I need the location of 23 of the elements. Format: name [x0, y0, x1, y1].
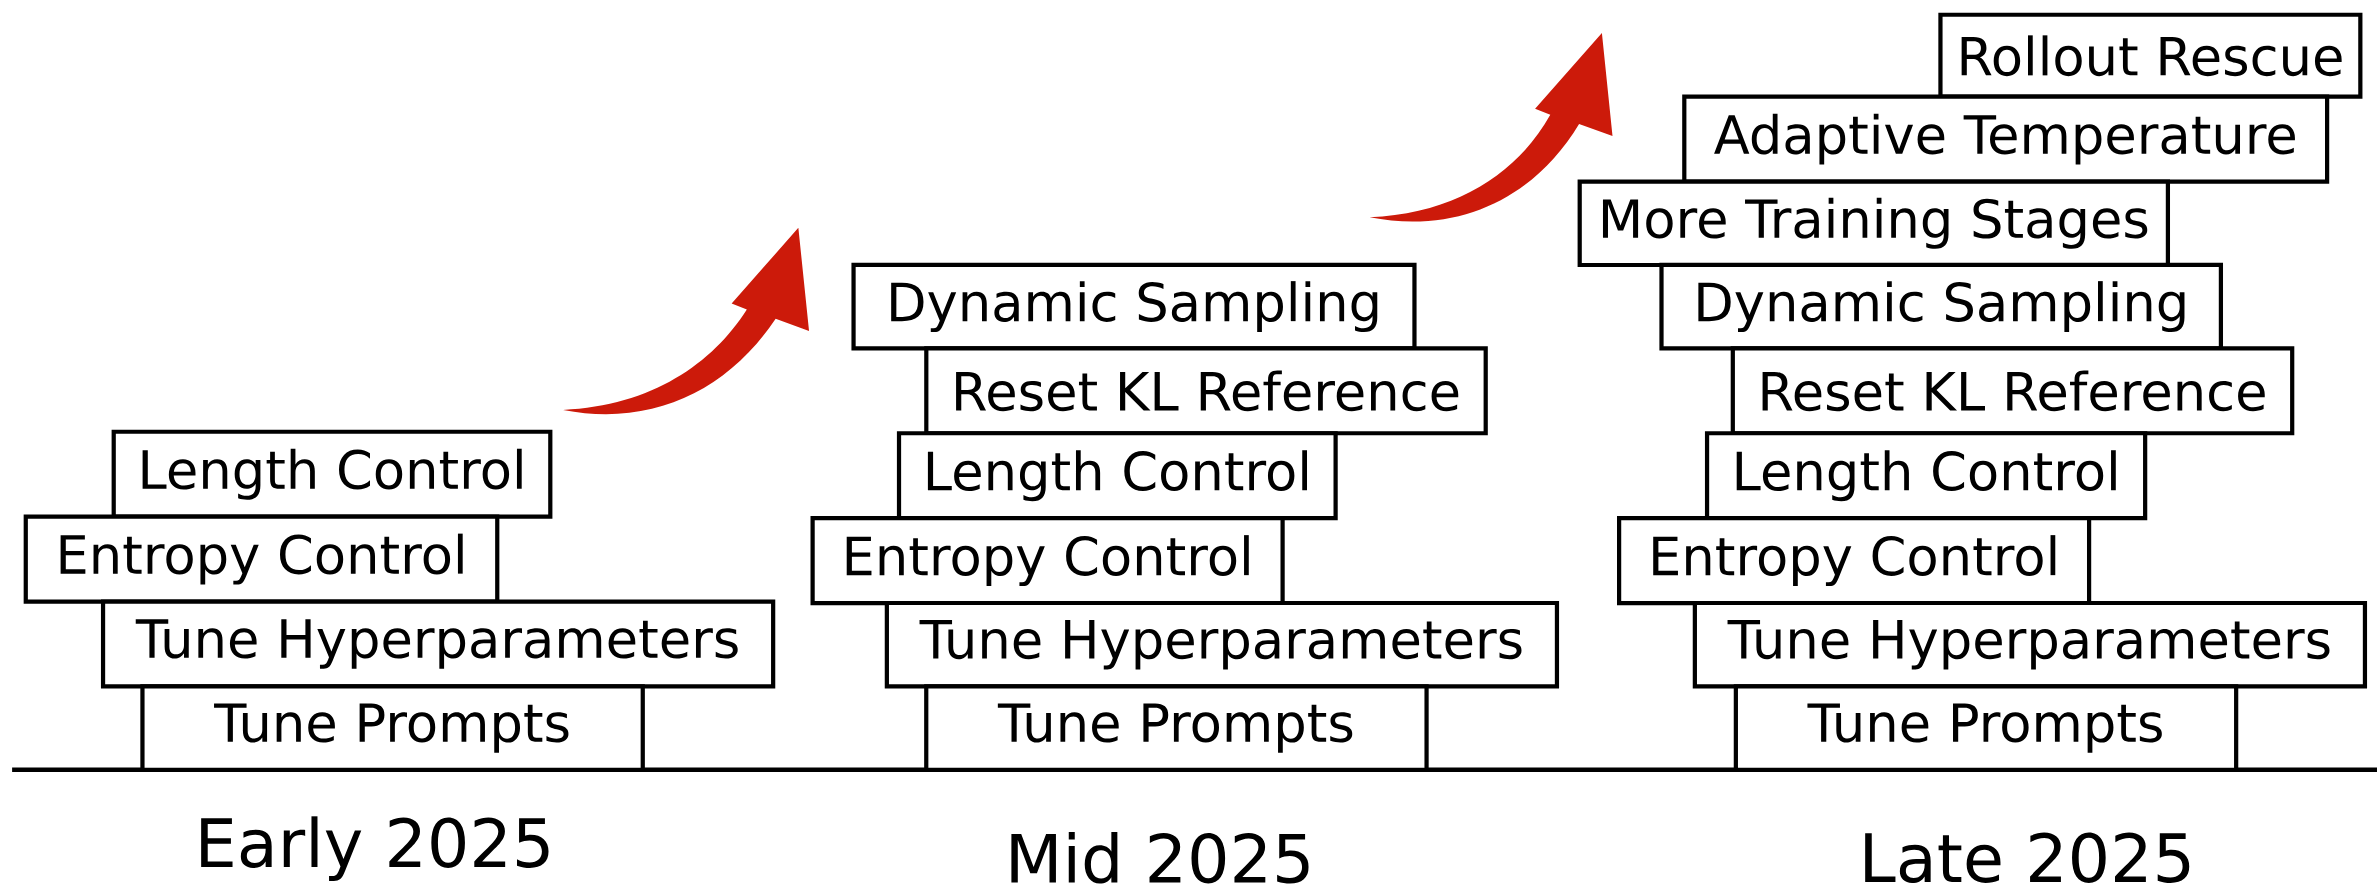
step-box: Entropy Control — [23, 514, 500, 604]
step-box: Length Control — [111, 429, 553, 519]
step-box: Tune Hyperparameters — [1692, 600, 2368, 689]
step-box: Tune Prompts — [1733, 684, 2239, 772]
step-box: Tune Hyperparameters — [884, 600, 1560, 689]
step-box: Entropy Control — [1617, 516, 2092, 606]
step-box: Adaptive Temperature — [1682, 94, 2330, 184]
trend-arrow — [1369, 33, 1613, 222]
period-label: Mid 2025 — [1011, 831, 1309, 884]
step-box: Entropy Control — [810, 516, 1285, 606]
step-box: Tune Hyperparameters — [100, 599, 776, 689]
step-box: More Training Stages — [1577, 179, 2170, 268]
step-box: Dynamic Sampling — [851, 262, 1417, 351]
step-box: Rollout Rescue — [1938, 12, 2363, 99]
step-box: Dynamic Sampling — [1659, 262, 2223, 351]
step-box: Tune Prompts — [140, 684, 645, 772]
period-label: Late 2025 — [1865, 832, 2190, 883]
step-box: Tune Prompts — [924, 684, 1429, 772]
step-box: Reset KL Reference — [924, 346, 1488, 436]
step-box: Length Control — [896, 431, 1338, 521]
step-box: Reset KL Reference — [1730, 346, 2295, 436]
period-label: Early 2025 — [201, 816, 549, 881]
step-box: Length Control — [1704, 431, 2148, 521]
